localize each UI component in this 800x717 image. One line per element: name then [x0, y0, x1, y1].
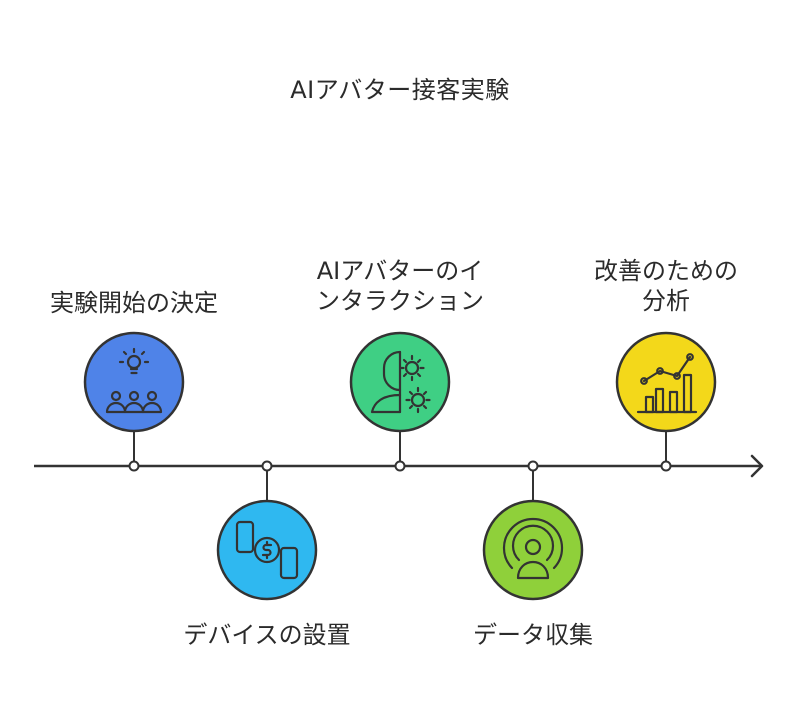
step-5-label-line-2: 分析 [642, 287, 690, 315]
step-4-label-line-1: データ収集 [473, 621, 593, 649]
step-4-label: データ収集 [403, 620, 663, 650]
node-1 [128, 460, 140, 472]
step-4-circle [482, 499, 584, 601]
lightbulb-audience-icon [105, 347, 163, 414]
growth-chart-icon [636, 353, 698, 414]
timeline-arrowhead [750, 454, 764, 478]
diagram-title: AIアバター接客実験 [290, 76, 510, 104]
node-2 [261, 460, 273, 472]
step-2-label: デバイスの設置 [137, 620, 397, 650]
step-2-circle [216, 499, 318, 601]
step-5-circle [615, 331, 717, 433]
step-1-label: 実験開始の決定 [4, 288, 264, 318]
devices-dollar-icon [235, 520, 299, 580]
step-3-circle [349, 331, 451, 433]
step-5-label-line-1: 改善のための [594, 257, 738, 285]
node-5 [660, 460, 672, 472]
node-4 [527, 460, 539, 472]
step-1-circle [83, 331, 185, 433]
step-2-label-line-1: デバイスの設置 [183, 621, 351, 649]
ai-head-gear-icon [370, 350, 431, 414]
step-3-label-line-1: AIアバターのイ [316, 257, 484, 285]
step-1-label-line-1: 実験開始の決定 [50, 289, 218, 317]
step-3-label: AIアバターのイ ンタラクション [260, 256, 540, 316]
broadcast-user-icon [502, 517, 564, 580]
node-3 [394, 460, 406, 472]
step-3-label-line-2: ンタラクション [316, 287, 484, 315]
step-5-label: 改善のための 分析 [536, 256, 796, 316]
